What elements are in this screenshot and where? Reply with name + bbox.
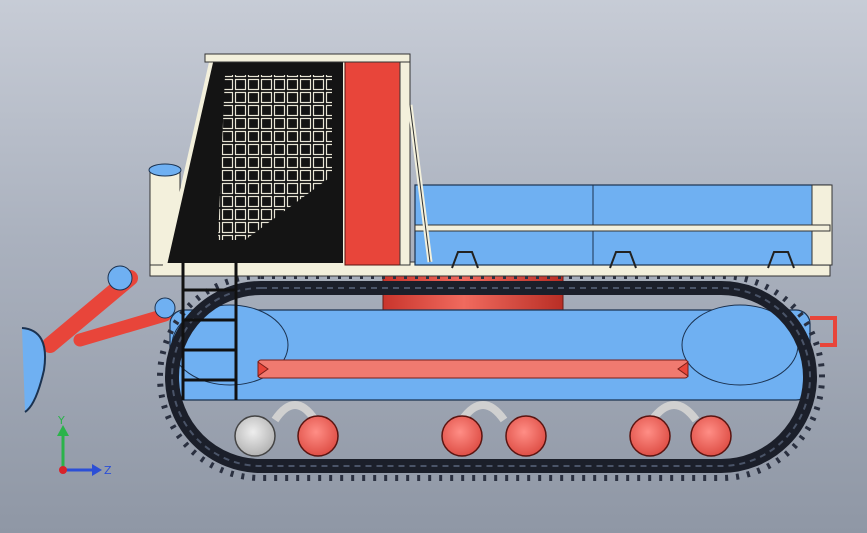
z-axis-label: Z [104, 464, 112, 477]
y-axis-label: Y [57, 414, 65, 427]
front-blade [21, 265, 176, 413]
road-wheels [234, 401, 732, 457]
track-assembly [157, 273, 825, 481]
boarding-ladder [181, 262, 238, 400]
rear-hitch [810, 316, 837, 347]
x-axis-origin [59, 466, 67, 474]
hull [169, 304, 811, 401]
cab [148, 53, 433, 267]
cargo-bed [149, 184, 833, 277]
